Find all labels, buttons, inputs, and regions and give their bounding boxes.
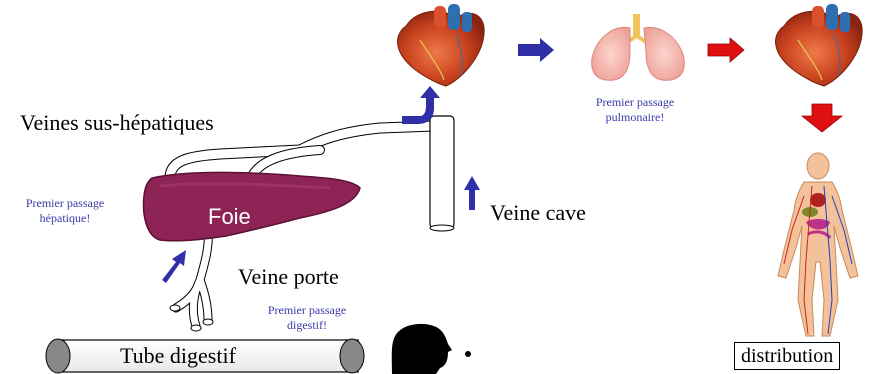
red-arrow-right-icon	[708, 38, 744, 62]
vena-cava	[430, 116, 454, 228]
label-distribution: distribution	[734, 342, 840, 370]
note-line: hépatique!	[6, 211, 124, 226]
note-line: digestif!	[232, 318, 382, 333]
note-line: Premier passage	[6, 196, 124, 211]
note-line: Premier passage	[232, 303, 382, 318]
label-veine-cave: Veine cave	[490, 200, 586, 226]
red-arrow-down-icon	[802, 104, 842, 132]
label-tube-digestif: Tube digestif	[120, 343, 236, 369]
note-premier-passage-hepatique: Premier passage hépatique!	[6, 196, 124, 226]
vena-cava-end	[430, 225, 454, 231]
note-line: Premier passage	[560, 95, 710, 110]
lungs-icon	[592, 14, 685, 80]
blue-arrow-right-icon	[518, 38, 554, 62]
heart-right-icon	[775, 4, 862, 86]
heart-left-icon	[397, 4, 484, 86]
label-veine-porte: Veine porte	[238, 264, 339, 290]
label-veines-sus-hepatiques: Veines sus-hépatiques	[20, 110, 214, 136]
note-premier-passage-digestif: Premier passage digestif!	[232, 303, 382, 333]
note-premier-passage-pulmonaire: Premier passage pulmonaire!	[560, 95, 710, 125]
human-body-icon	[778, 153, 858, 336]
blue-arrow-up-vena-cava-icon	[464, 176, 480, 210]
head-silhouette-icon	[392, 324, 471, 374]
liver-shape	[144, 173, 360, 241]
label-foie: Foie	[208, 204, 251, 230]
note-line: pulmonaire!	[560, 110, 710, 125]
blue-arrow-diagonal-portal-icon	[162, 250, 186, 283]
